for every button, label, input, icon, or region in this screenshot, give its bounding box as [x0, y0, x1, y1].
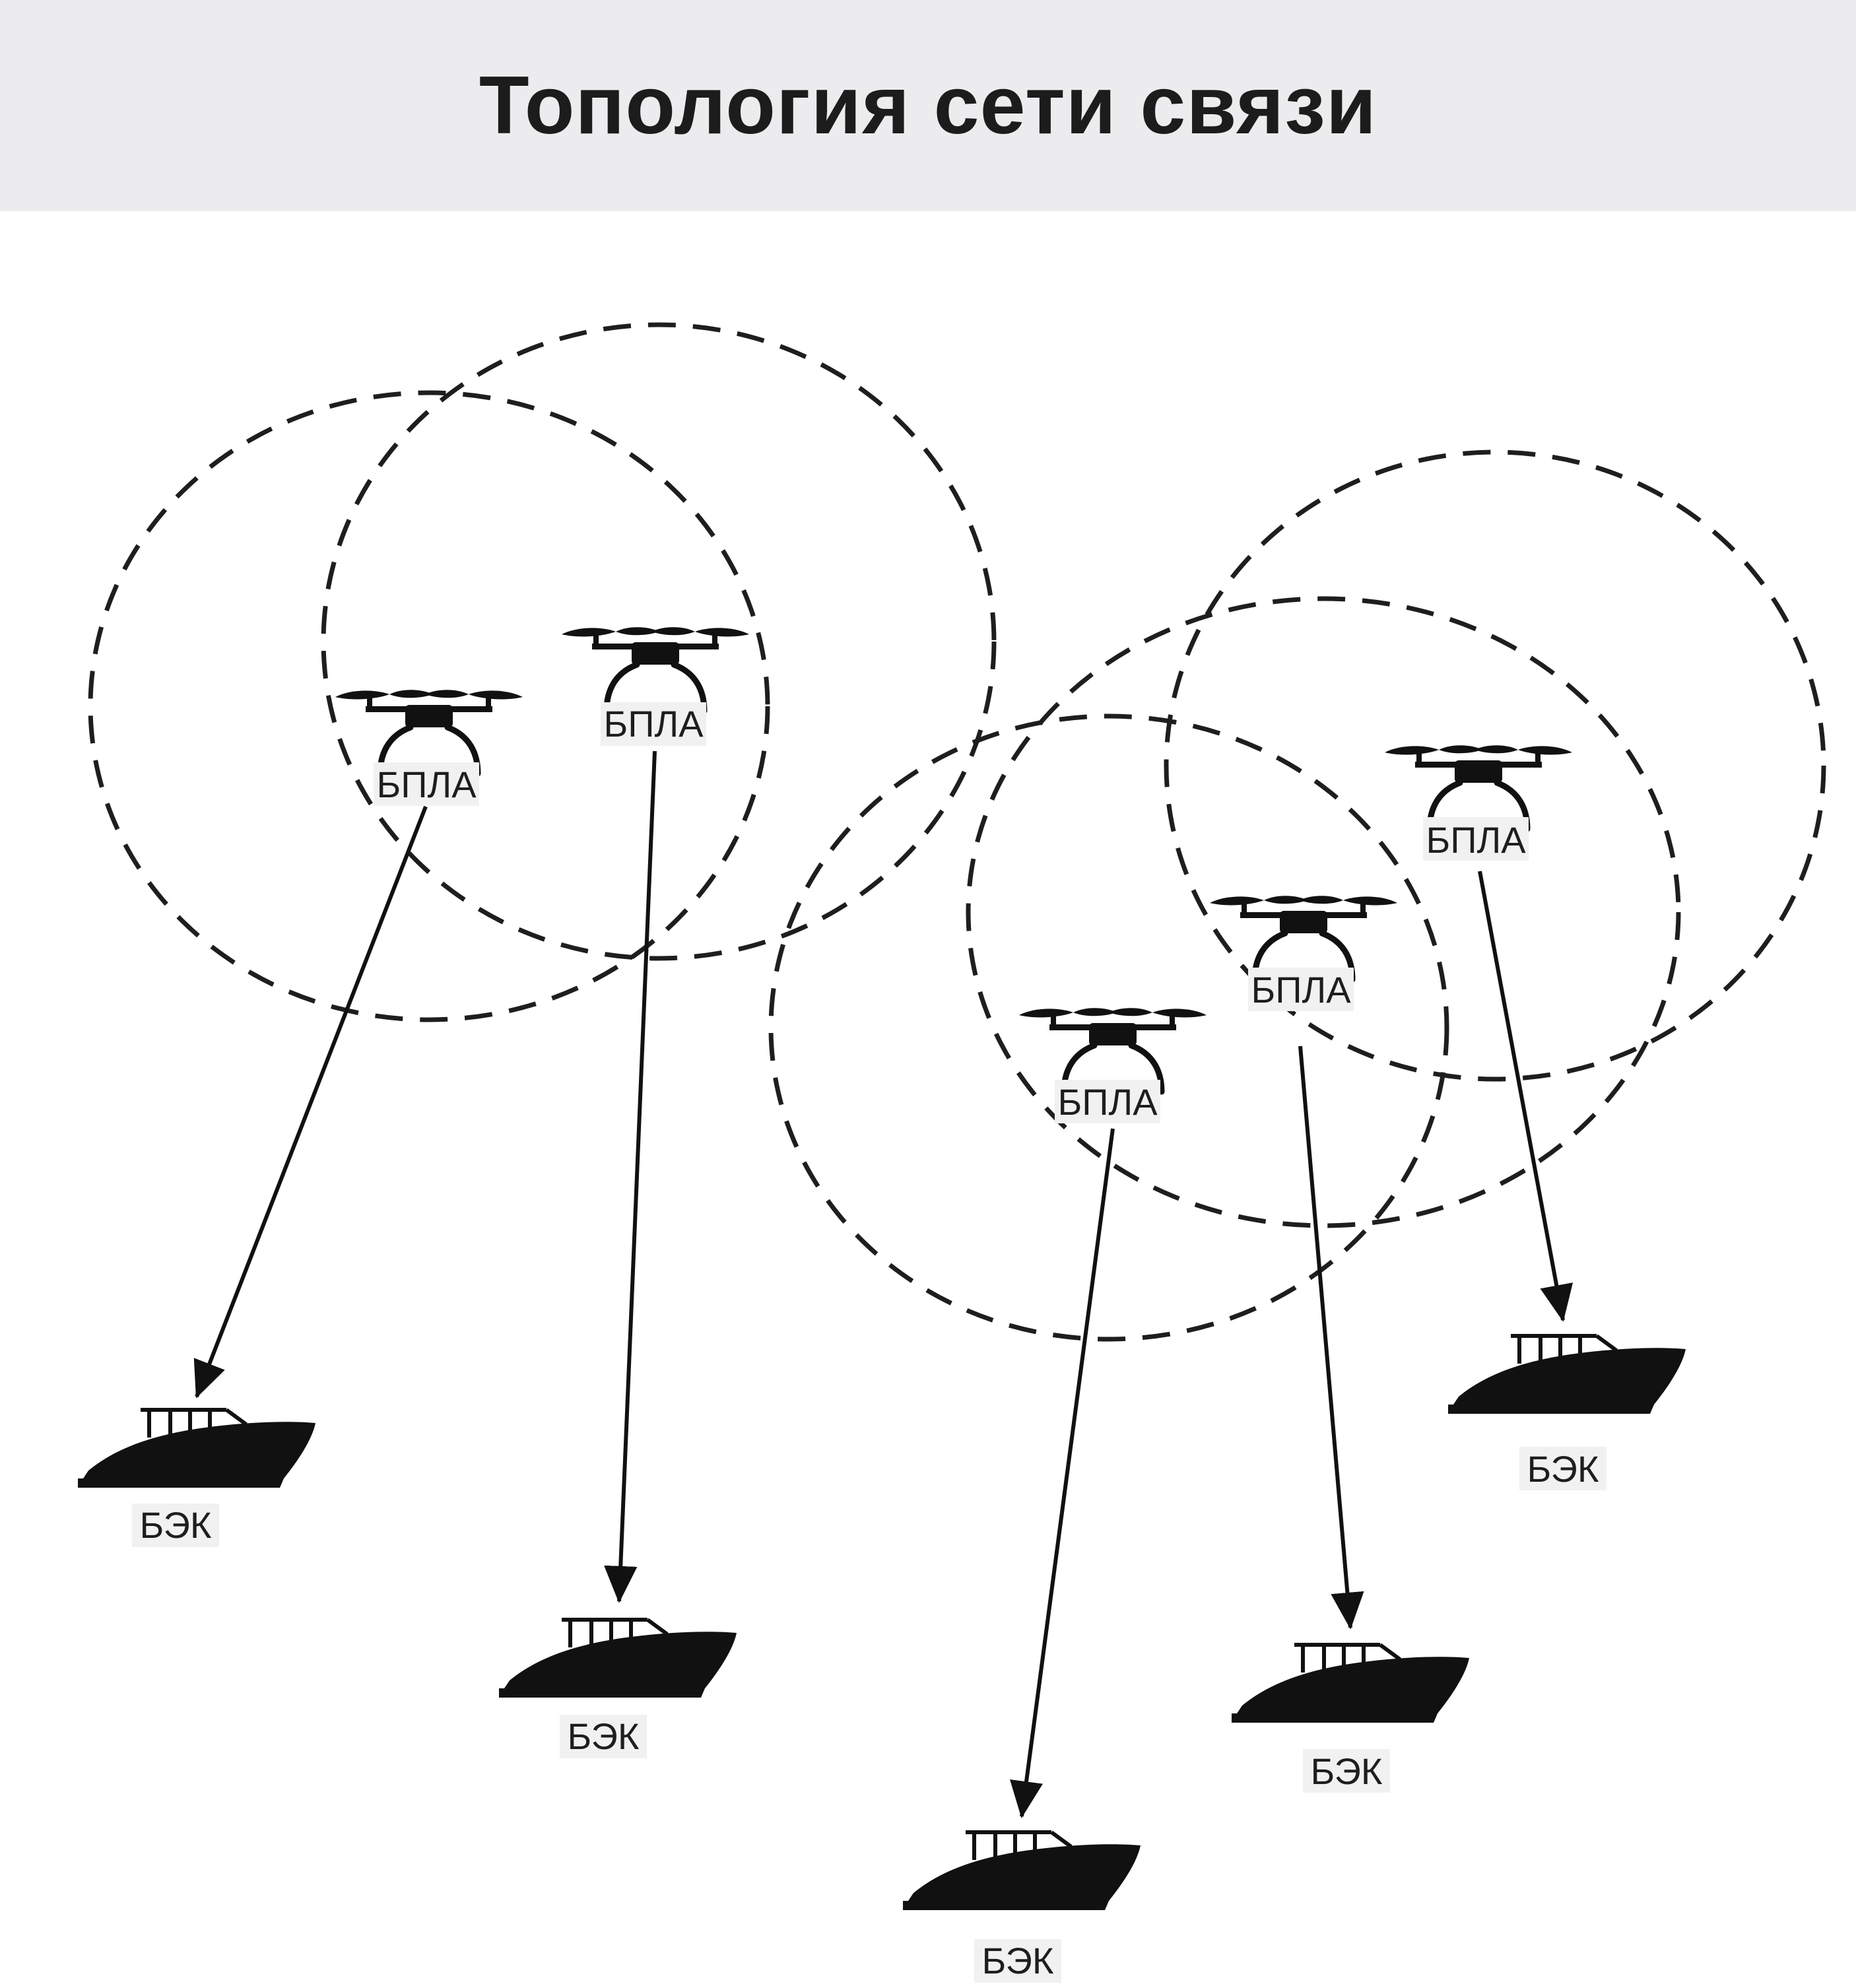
node-label: БЭК	[1311, 1750, 1383, 1792]
drone-node: БПЛА	[335, 690, 523, 806]
drone-icon	[1385, 745, 1572, 829]
node-label: БПЛА	[1426, 819, 1526, 861]
boat-node: БЭК	[1232, 1645, 1469, 1793]
link-arrow	[1478, 871, 1574, 1322]
diagram-title: Топология сети связи	[479, 60, 1377, 151]
node-label: БЭК	[982, 1940, 1054, 1981]
link-arrow	[604, 750, 657, 1603]
drone-icon	[1210, 896, 1397, 979]
boat-icon	[1448, 1336, 1686, 1414]
drone-icon	[1019, 1008, 1207, 1092]
node-label: БЭК	[140, 1504, 212, 1546]
link-arrow	[1010, 1128, 1115, 1818]
boat-icon	[903, 1832, 1141, 1910]
node-label: БПЛА	[603, 703, 704, 745]
range-circle	[321, 322, 997, 961]
boat-node: БЭК	[499, 1620, 737, 1758]
title-bar: Топология сети связи	[0, 0, 1856, 211]
boat-node: БЭК	[903, 1832, 1141, 1983]
node-label: БПЛА	[1251, 969, 1351, 1011]
link-arrow	[193, 805, 428, 1399]
drone-icon	[335, 690, 523, 774]
boat-node: БЭК	[78, 1410, 315, 1547]
boat-icon	[499, 1620, 737, 1698]
node-label: БЭК	[1527, 1448, 1599, 1490]
boat-node: БЭК	[1448, 1336, 1686, 1490]
link-arrow	[1298, 1045, 1364, 1630]
node-label: БПЛА	[1057, 1081, 1158, 1123]
range-circle	[88, 390, 770, 1022]
range-circle	[966, 596, 1681, 1228]
drone-node: БПЛА	[562, 627, 749, 746]
node-label: БЭК	[568, 1715, 640, 1757]
boat-icon	[1232, 1645, 1469, 1723]
boat-icon	[78, 1410, 315, 1488]
range-circle	[1164, 449, 1826, 1082]
drone-node: БПЛА	[1385, 745, 1572, 861]
node-label: БПЛА	[376, 764, 477, 805]
range-circle	[768, 713, 1449, 1342]
drone-node: БПЛА	[1019, 1008, 1207, 1123]
drone-node: БПЛА	[1210, 896, 1397, 1011]
drone-icon	[562, 627, 749, 711]
range-circles	[88, 322, 1826, 1342]
links	[193, 750, 1574, 1818]
